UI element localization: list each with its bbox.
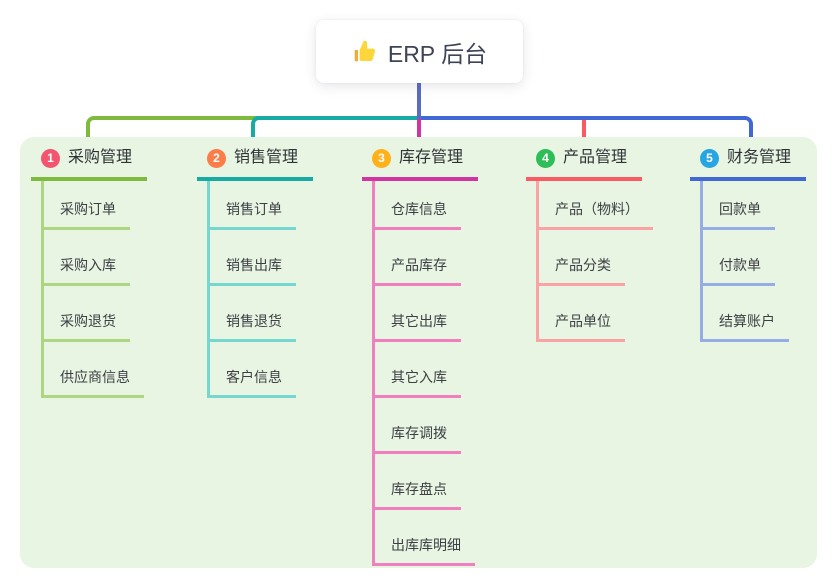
root-title: ERP 后台 [387, 40, 488, 67]
child-node[interactable]: 回款单 [703, 181, 775, 230]
child-node-label: 销售订单 [226, 201, 282, 217]
branches-panel [20, 137, 817, 568]
branch-node[interactable]: 1 采购管理 [31, 147, 148, 181]
child-node-label: 采购订单 [60, 201, 116, 217]
branch-children: 采购订单采购入库采购退货供应商信息 [41, 181, 144, 398]
child-node-label: 客户信息 [226, 369, 282, 385]
child-node-label: 销售退货 [226, 313, 282, 329]
branch-title: 库存管理 [399, 149, 464, 166]
thumbs-up-icon [352, 39, 378, 65]
child-node[interactable]: 采购退货 [44, 286, 130, 342]
child-node-label: 其它出库 [391, 313, 447, 329]
root-node[interactable]: ERP 后台 [316, 20, 523, 83]
child-node-label: 付款单 [719, 257, 761, 273]
child-node-label: 库存调拨 [391, 425, 447, 441]
child-node[interactable]: 产品单位 [539, 286, 625, 342]
branch: 1 采购管理 采购订单采购入库采购退货供应商信息 [31, 147, 148, 398]
child-node[interactable]: 采购订单 [44, 181, 130, 230]
child-node-label: 产品（物料） [555, 201, 639, 217]
child-node-label: 回款单 [719, 201, 761, 217]
child-node[interactable]: 销售退货 [210, 286, 296, 342]
child-node[interactable]: 仓库信息 [375, 181, 461, 230]
priority-badge: 4 [536, 148, 555, 168]
child-node-label: 其它入库 [391, 369, 447, 385]
branch-node[interactable]: 4 产品管理 [526, 147, 643, 181]
branch-title: 产品管理 [563, 149, 628, 166]
branch-children: 销售订单销售出库销售退货客户信息 [207, 181, 296, 398]
child-node-label: 采购退货 [60, 313, 116, 329]
branch-title: 采购管理 [68, 149, 133, 166]
branch-children: 产品（物料） 产品分类产品单位 [536, 181, 653, 342]
child-node[interactable]: 产品库存 [375, 230, 461, 286]
child-node-label: 产品库存 [391, 257, 447, 273]
branch-node[interactable]: 3 库存管理 [362, 147, 479, 181]
child-node-label: 出库库明细 [391, 537, 461, 553]
branch: 5 财务管理 回款单付款单结算账户 [690, 147, 807, 342]
child-node[interactable]: 产品（物料） [539, 181, 653, 230]
child-node[interactable]: 产品分类 [539, 230, 625, 286]
branch: 3 库存管理 仓库信息产品库存其它出库其它入库库存调拨库存盘点出库库明细 [362, 147, 479, 566]
child-node-label: 销售出库 [226, 257, 282, 273]
child-node[interactable]: 供应商信息 [44, 342, 144, 398]
child-node-label: 库存盘点 [391, 481, 447, 497]
child-node-label: 产品单位 [555, 313, 611, 329]
child-node[interactable]: 客户信息 [210, 342, 296, 398]
child-node-label: 采购入库 [60, 257, 116, 273]
child-node-label: 结算账户 [719, 313, 775, 329]
child-node[interactable]: 其它出库 [375, 286, 461, 342]
branch: 2 销售管理 销售订单销售出库销售退货客户信息 [197, 147, 314, 398]
child-node[interactable]: 库存盘点 [375, 454, 461, 510]
priority-badge: 1 [41, 148, 60, 168]
priority-badge: 5 [700, 148, 719, 168]
branch: 4 产品管理 产品（物料） 产品分类产品单位 [526, 147, 653, 342]
priority-badge: 3 [372, 148, 391, 168]
child-node-label: 产品分类 [555, 257, 611, 273]
child-node[interactable]: 其它入库 [375, 342, 461, 398]
child-node[interactable]: 销售出库 [210, 230, 296, 286]
child-node[interactable]: 采购入库 [44, 230, 130, 286]
branch-children: 回款单付款单结算账户 [700, 181, 789, 342]
branch-node[interactable]: 2 销售管理 [197, 147, 314, 181]
child-node-label: 仓库信息 [391, 201, 447, 217]
child-node-label: 供应商信息 [60, 369, 130, 385]
branch-title: 销售管理 [234, 149, 299, 166]
child-node[interactable]: 付款单 [703, 230, 775, 286]
branch-node[interactable]: 5 财务管理 [690, 147, 807, 181]
child-node[interactable]: 销售订单 [210, 181, 296, 230]
child-node[interactable]: 库存调拨 [375, 398, 461, 454]
branch-children: 仓库信息产品库存其它出库其它入库库存调拨库存盘点出库库明细 [372, 181, 475, 566]
priority-badge: 2 [207, 148, 226, 168]
child-node[interactable]: 结算账户 [703, 286, 789, 342]
child-node[interactable]: 出库库明细 [375, 510, 475, 566]
branch-title: 财务管理 [727, 149, 792, 166]
